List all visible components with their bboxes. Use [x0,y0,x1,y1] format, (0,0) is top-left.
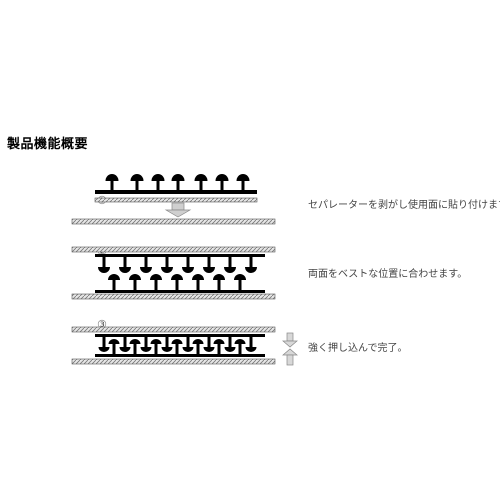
lower-hook-tape [95,354,265,357]
mushroom-hook-icon [234,339,246,354]
step-3-number: ③ [97,318,107,331]
mushroom-hook-icon [161,257,173,273]
mushroom-hook-icon [182,337,194,352]
step-1-diagram [71,174,276,225]
mushroom-hook-icon [171,174,185,190]
mushroom-hook-icon [192,274,204,290]
mushroom-hook-icon [245,257,257,273]
step-2-text: 両面をベストな位置に合わせます。 [308,269,468,280]
mushroom-hook-icon [119,257,131,273]
mushroom-hook-icon [215,174,229,190]
mushroom-hook-icon [171,274,183,290]
mushroom-hook-icon [150,274,162,290]
mushroom-hook-icon [130,174,144,190]
page-title: 製品機能概要 [7,137,89,152]
step-2-diagram [71,246,276,300]
mushroom-hook-icon [213,339,225,354]
mushroom-hook-icon [213,274,225,290]
press-arrows-icon [282,332,298,366]
mushroom-hook-icon [105,174,119,190]
mushroom-hook-icon [171,339,183,354]
upper-surface [71,246,276,253]
mushroom-hook-icon [129,339,141,354]
lower-hook-row [108,339,246,354]
mushroom-hook-icon [245,337,257,352]
mushroom-hook-icon [203,257,215,273]
mushroom-hook-icon [140,257,152,273]
mushroom-hook-icon [203,337,215,352]
upper-surface [71,326,276,333]
mushroom-hook-icon [119,337,131,352]
upper-hook-row [98,337,257,352]
mushroom-hook-icon [151,174,165,190]
mushroom-hook-icon [150,339,162,354]
down-arrow-icon [164,202,192,218]
mushroom-hook-icon [140,337,152,352]
mushroom-hook-icon [224,257,236,273]
mushroom-hook-icon [129,274,141,290]
lower-hook-row [108,274,246,290]
mushroom-hook-icon [234,274,246,290]
step-3-diagram [71,326,298,366]
mushroom-hook-icon [108,339,120,354]
upper-hook-tape [95,334,265,337]
step-3-text: 強く押し込んで完了。 [308,343,408,354]
lower-surface [71,358,276,365]
hook-row [105,174,250,190]
mushroom-hook-icon [98,337,110,352]
upper-hook-row [98,257,257,273]
mushroom-hook-icon [161,337,173,352]
lower-hook-tape [95,290,265,293]
mushroom-hook-icon [98,257,110,273]
upper-hook-tape [95,254,265,257]
mushroom-hook-icon [108,274,120,290]
lower-surface [71,293,276,300]
mushroom-hook-icon [194,174,208,190]
mushroom-hook-icon [224,337,236,352]
mounting-surface [71,218,276,225]
mushroom-hook-icon [236,174,250,190]
separator-sheet [94,197,258,203]
mushroom-hook-icon [182,257,194,273]
step-1-text: セパレーターを剥がし使用面に貼り付けます。 [308,200,500,211]
mushroom-hook-icon [192,339,204,354]
hook-tape-base [95,190,257,194]
